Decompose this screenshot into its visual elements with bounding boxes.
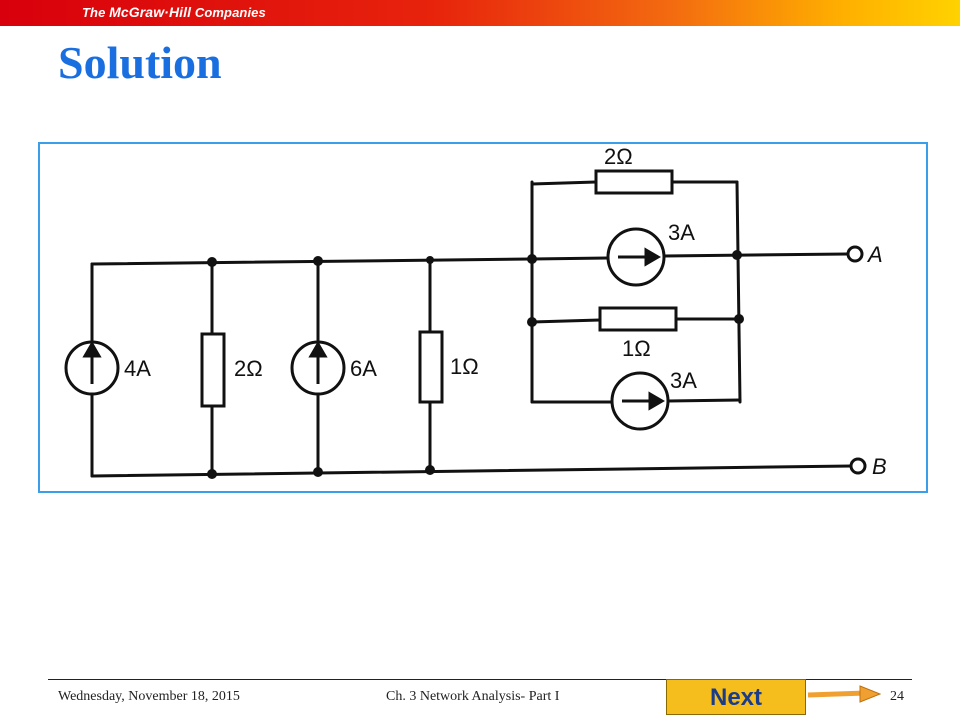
footer-divider bbox=[48, 679, 912, 680]
junction-dot bbox=[527, 317, 537, 327]
resistor-1ohm-left bbox=[418, 330, 444, 404]
junction-dot bbox=[207, 469, 217, 479]
junction-dot bbox=[527, 254, 537, 264]
brand-suffix: Companies bbox=[191, 5, 266, 20]
resistor-2ohm-left bbox=[200, 332, 226, 408]
label-1ohm-right: 1Ω bbox=[622, 336, 651, 361]
resistor-1ohm-right bbox=[598, 306, 678, 332]
brand-logo: The McGraw·Hill Companies bbox=[82, 4, 266, 20]
arrow-right-icon[interactable] bbox=[806, 684, 882, 706]
label-6a: 6A bbox=[350, 356, 377, 381]
arrow-head-3a-bottom bbox=[648, 391, 665, 411]
next-button[interactable]: Next bbox=[666, 679, 806, 715]
wire-3a-top-left bbox=[530, 256, 610, 261]
label-4a: 4A bbox=[124, 356, 151, 381]
terminal-a-node bbox=[846, 245, 864, 263]
junction-dot bbox=[426, 256, 434, 264]
footer-date: Wednesday, November 18, 2015 bbox=[58, 689, 240, 704]
circuit-diagram-frame: 4A 2Ω 6A 1Ω 2Ω 3A 1Ω 3A A B bbox=[38, 142, 928, 493]
bottom-rail-wire bbox=[90, 464, 854, 478]
junction-dot bbox=[207, 257, 217, 267]
arrow-head-3a-top bbox=[644, 247, 661, 267]
footer-page-number: 24 bbox=[890, 689, 904, 704]
wire-right-resistor-left bbox=[530, 318, 602, 324]
junction-dot bbox=[734, 314, 744, 324]
junction-dot bbox=[732, 250, 742, 260]
label-1ohm-left: 1Ω bbox=[450, 354, 479, 379]
brand-name: McGraw·Hill bbox=[109, 4, 192, 20]
label-3a-bottom: 3A bbox=[670, 368, 697, 393]
circuit-diagram: 4A 2Ω 6A 1Ω 2Ω 3A 1Ω 3A A B bbox=[64, 144, 887, 479]
parallel-right-wire bbox=[735, 180, 742, 404]
junction-dot bbox=[425, 465, 435, 475]
label-2ohm-top: 2Ω bbox=[604, 144, 633, 169]
slide-title: Solution bbox=[58, 37, 222, 88]
resistor-2ohm-top bbox=[594, 169, 674, 195]
brand-the: The bbox=[82, 5, 110, 20]
wire-top-resistor-left bbox=[530, 180, 598, 186]
label-3a-top: 3A bbox=[668, 220, 695, 245]
terminal-b-node bbox=[849, 457, 867, 475]
arrow-head-4a bbox=[82, 341, 102, 358]
junction-dot bbox=[313, 256, 323, 266]
wire-3a-bottom-right bbox=[666, 398, 742, 403]
label-2ohm-left: 2Ω bbox=[234, 356, 263, 381]
wire-3a-top-right bbox=[662, 252, 850, 258]
arrow-head-6a bbox=[308, 341, 328, 358]
top-rail-wire bbox=[90, 257, 532, 266]
footer-chapter: Ch. 3 Network Analysis- Part I bbox=[386, 689, 560, 704]
header-bar: The McGraw·Hill Companies bbox=[0, 0, 960, 26]
label-terminal-b: B bbox=[872, 454, 887, 479]
label-terminal-a: A bbox=[866, 242, 883, 267]
junction-dot bbox=[313, 467, 323, 477]
